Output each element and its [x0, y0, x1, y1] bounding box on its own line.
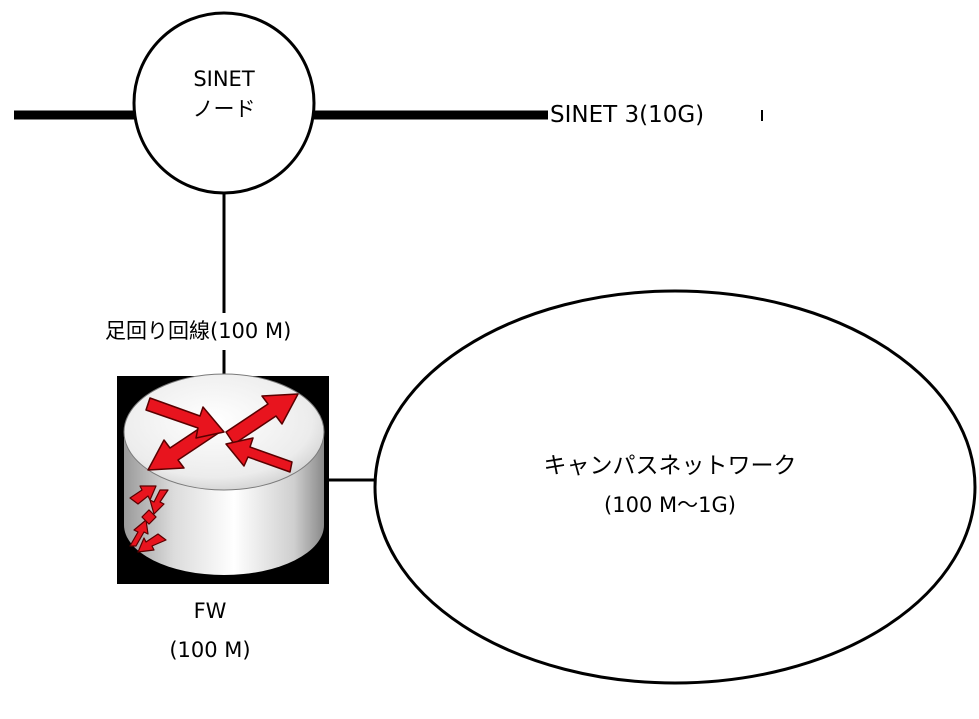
firewall-router-icon	[117, 373, 329, 584]
campus-network-name-label: キャンパスネットワーク	[543, 453, 797, 479]
sinet-node-label-line2: ノード	[192, 97, 256, 121]
sinet-node-label-line1: SINET	[193, 67, 255, 91]
access-line-label: 足回り回線(100 M)	[105, 319, 292, 343]
backbone-label: SINET 3(10G)	[550, 102, 705, 128]
campus-network-ellipse	[373, 289, 977, 685]
campus-network-speed-label: (100 M〜1G)	[604, 493, 736, 517]
firewall-name-label: FW	[193, 599, 227, 623]
firewall-speed-label: (100 M)	[169, 638, 251, 662]
